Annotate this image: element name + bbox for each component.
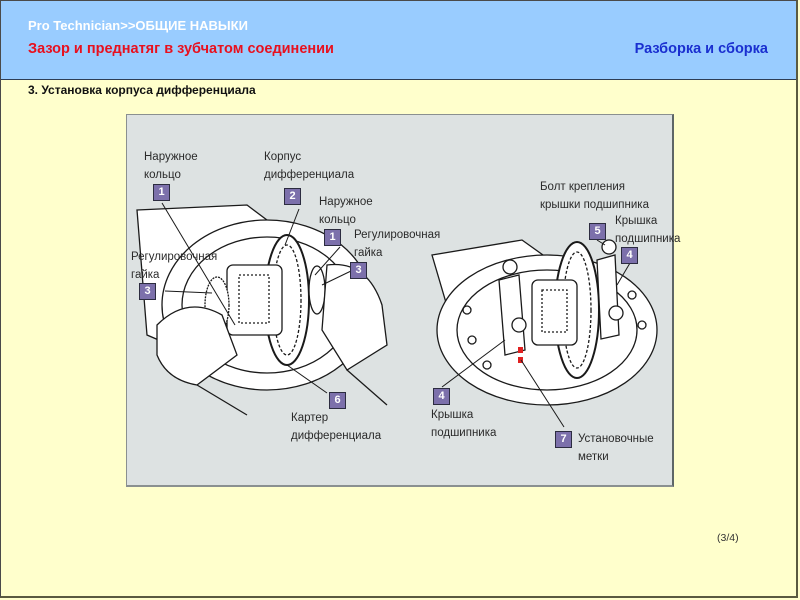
badge-adjusting-nut-right: 3 <box>350 262 367 279</box>
badge-differential-carrier: 6 <box>329 392 346 409</box>
badge-outer-ring-left: 1 <box>153 184 170 201</box>
section-title: Разборка и сборка <box>634 41 768 57</box>
label-outer-ring-left: Наружное кольцо <box>144 151 198 181</box>
header-bar: Pro Technician>>ОБЩИЕ НАВЫКИ Зазор и пре… <box>1 1 796 80</box>
differential-illustration: Наружное кольцо 1 Корпус дифференциала 2… <box>126 114 680 487</box>
page-counter: (3/4) <box>717 532 739 544</box>
badge-alignment-marks: 7 <box>555 431 572 448</box>
label-differential-carrier: Картер дифференциала <box>291 412 382 442</box>
illustration-drawing <box>136 202 658 428</box>
badge-bearing-cap-right: 4 <box>621 247 638 264</box>
topic-title: Зазор и преднатяг в зубчатом соединении <box>28 41 334 57</box>
label-adjusting-nut-left: Регулировочная гайка <box>131 251 218 281</box>
alignment-marks <box>518 347 523 363</box>
badge-outer-ring-right: 1 <box>324 229 341 246</box>
label-adjusting-nut-right: Регулировочная гайка <box>354 229 441 259</box>
label-bearing-cap-bolt: Болт крепления крышки подшипника <box>540 181 649 211</box>
label-alignment-marks: Установочные метки <box>578 433 654 463</box>
badge-adjusting-nut-left: 3 <box>139 283 156 300</box>
label-differential-case: Корпус дифференциала <box>264 151 355 181</box>
badge-differential-case: 2 <box>284 188 301 205</box>
breadcrumb[interactable]: Pro Technician>>ОБЩИЕ НАВЫКИ <box>28 18 248 33</box>
label-outer-ring-right: Наружное кольцо <box>319 196 373 226</box>
step-title: 3. Установка корпуса дифференциала <box>28 83 256 97</box>
left-assembly-drawing <box>136 204 388 416</box>
badge-bearing-cap-bolt: 5 <box>589 223 606 240</box>
label-bearing-cap-left: Крышка подшипника <box>431 409 497 439</box>
right-assembly-drawing <box>431 239 658 406</box>
leader-lines <box>161 202 631 428</box>
badge-bearing-cap-left: 4 <box>433 388 450 405</box>
label-bearing-cap-right: Крышка подшипника <box>615 215 681 245</box>
